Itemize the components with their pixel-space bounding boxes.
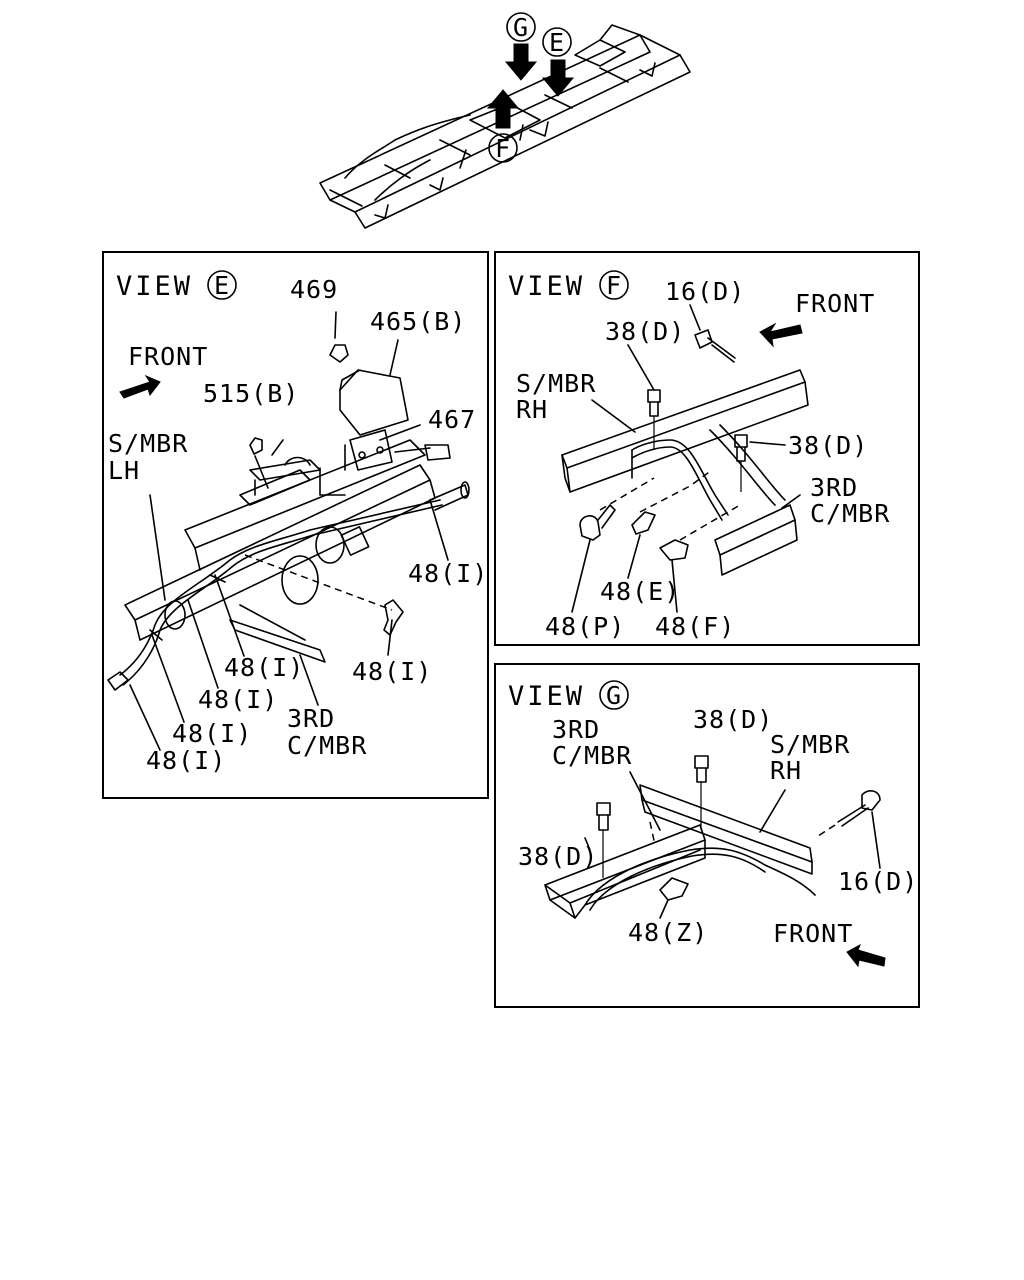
view-g-panel: VIEW G 3RD C/MBR S/MBR RH 38(D) 38(D) 16… [494, 663, 920, 1008]
view-e-third-member-line2: C/MBR [287, 731, 367, 760]
part-label-38d-right: 38(D) [788, 431, 868, 460]
part-label-48z: 48(Z) [628, 918, 708, 947]
view-f-third-member-line1: 3RD [810, 473, 858, 502]
front-arrow-icon [119, 374, 161, 399]
part-label-465b: 465(B) [370, 307, 466, 336]
part-label-48i-lower: 48(I) [198, 685, 278, 714]
part-label-515b: 515(B) [203, 379, 299, 408]
marker-f-letter: F [495, 134, 511, 163]
marker-e-letter: E [549, 28, 565, 57]
view-e-front-label: FRONT [128, 342, 208, 371]
part-label-16d: 16(D) [838, 867, 918, 896]
part-label-38d-upper: 38(D) [605, 317, 685, 346]
view-g-title: VIEW [508, 681, 585, 712]
chassis-overview: G E F [319, 12, 691, 229]
front-arrow-icon [759, 322, 803, 348]
part-label-48i-bottom: 48(I) [146, 746, 226, 775]
part-label-48f: 48(F) [655, 612, 735, 641]
marker-g-circle [506, 12, 536, 42]
view-f-third-member-line2: C/MBR [810, 499, 890, 528]
view-f-letter-circle [599, 270, 629, 300]
part-label-48p: 48(P) [545, 612, 625, 641]
part-label-48i-right: 48(I) [408, 559, 488, 588]
view-e-letter-circle [207, 270, 237, 300]
view-e-letter: E [214, 271, 230, 300]
part-label-469: 469 [290, 275, 338, 304]
view-g-front-label: FRONT [773, 919, 853, 948]
view-e-title: VIEW [116, 271, 193, 302]
view-g-third-member-line1: 3RD [552, 715, 600, 744]
arrow-up-icon [486, 89, 520, 129]
view-g-side-member-line2: RH [770, 756, 802, 785]
part-label-48i-mid: 48(I) [224, 653, 304, 682]
view-g-border [494, 663, 920, 1008]
marker-e-circle [542, 27, 572, 57]
marker-e: E [541, 27, 575, 97]
part-label-38d-top: 38(D) [693, 705, 773, 734]
view-g-letter: G [606, 681, 622, 710]
marker-g-letter: G [513, 13, 529, 42]
view-f-title: VIEW [508, 271, 585, 302]
view-f-panel: VIEW F FRONT S/MBR RH 3RD C/MBR 16(D) 38… [494, 251, 920, 646]
marker-f: F [486, 89, 520, 163]
view-e-third-member-line1: 3RD [287, 704, 335, 733]
part-label-48i-clip: 48(I) [352, 657, 432, 686]
view-f-letter: F [606, 271, 622, 300]
view-e-side-member-line2: LH [108, 456, 140, 485]
view-g-drawing [544, 755, 881, 919]
view-g-third-member-line2: C/MBR [552, 741, 632, 770]
view-f-side-member-line1: S/MBR [516, 369, 596, 398]
view-e-drawing [107, 311, 470, 751]
arrow-down-icon [504, 43, 538, 81]
view-e-side-member-line1: S/MBR [108, 429, 188, 458]
view-e-panel: VIEW E FRONT S/MBR LH 3RD C/MBR 469 465(… [102, 251, 489, 799]
part-label-48e: 48(E) [600, 577, 680, 606]
view-f-border [494, 251, 920, 646]
view-f-drawing [561, 304, 809, 613]
part-label-38d-left: 38(D) [518, 842, 598, 871]
arrow-down-icon [541, 59, 575, 97]
part-label-16d: 16(D) [665, 277, 745, 306]
view-e-border [102, 251, 489, 799]
front-arrow-icon [846, 943, 886, 968]
part-label-467: 467 [428, 405, 476, 434]
part-label-48i-low: 48(I) [172, 719, 252, 748]
marker-f-circle [488, 133, 518, 163]
view-f-side-member-line2: RH [516, 395, 548, 424]
view-g-side-member-line1: S/MBR [770, 730, 850, 759]
view-g-letter-circle [599, 680, 629, 710]
view-f-front-label: FRONT [795, 289, 875, 318]
marker-g: G [504, 12, 538, 81]
